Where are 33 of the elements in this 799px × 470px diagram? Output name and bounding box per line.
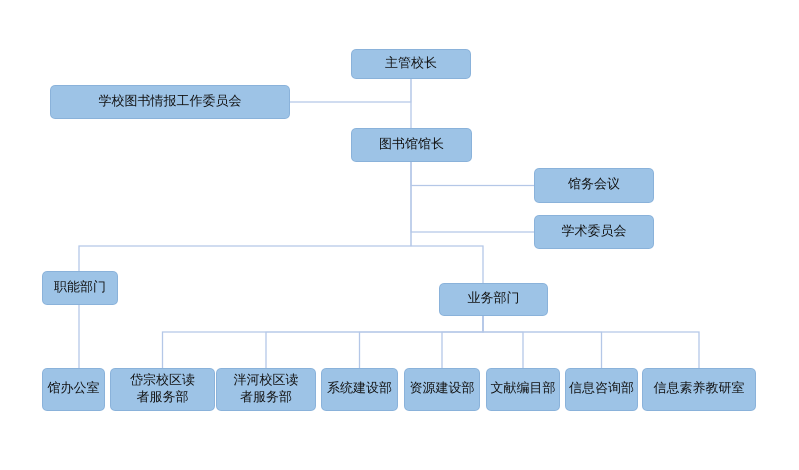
box-label: 业务部门 <box>466 291 520 308</box>
box-label: 学校图书情报工作委员会 <box>98 94 242 110</box>
box-label: 职能部门 <box>53 280 107 296</box>
box-label: 系统建设部 <box>326 381 393 398</box>
org-box <box>439 283 548 316</box>
org-box <box>642 368 756 411</box>
org-box <box>110 368 215 411</box>
box-label: 馆务会议 <box>567 177 621 194</box>
box-label: 馆办公室 <box>46 381 100 398</box>
org-box <box>42 271 118 305</box>
box-label: 图书馆馆长 <box>378 136 445 154</box>
box-label: 资源建设部 <box>408 381 476 398</box>
box-label: 泮河校区读者服务部 <box>232 372 300 406</box>
box-label: 文献编目部 <box>490 381 556 398</box>
org-box <box>534 168 654 203</box>
org-box <box>42 368 105 411</box>
org-box <box>50 85 290 119</box>
org-box <box>404 368 480 411</box>
box-label: 信息咨询部 <box>568 381 635 398</box>
org-box <box>534 215 654 249</box>
org-box <box>565 368 638 411</box>
org-box <box>321 368 398 411</box>
box-label: 学术委员会 <box>560 224 628 240</box>
box-label: 主管校长 <box>384 56 438 72</box>
org-box <box>351 128 472 162</box>
connector-line <box>410 162 484 283</box>
org-box <box>216 368 316 411</box>
org-box <box>486 368 560 411</box>
connector-line <box>78 305 80 368</box>
box-label: 信息素养教研室 <box>652 381 746 398</box>
box-label: 岱宗校区读者服务部 <box>129 372 196 406</box>
org-box <box>351 49 471 79</box>
connector-line <box>290 79 412 103</box>
